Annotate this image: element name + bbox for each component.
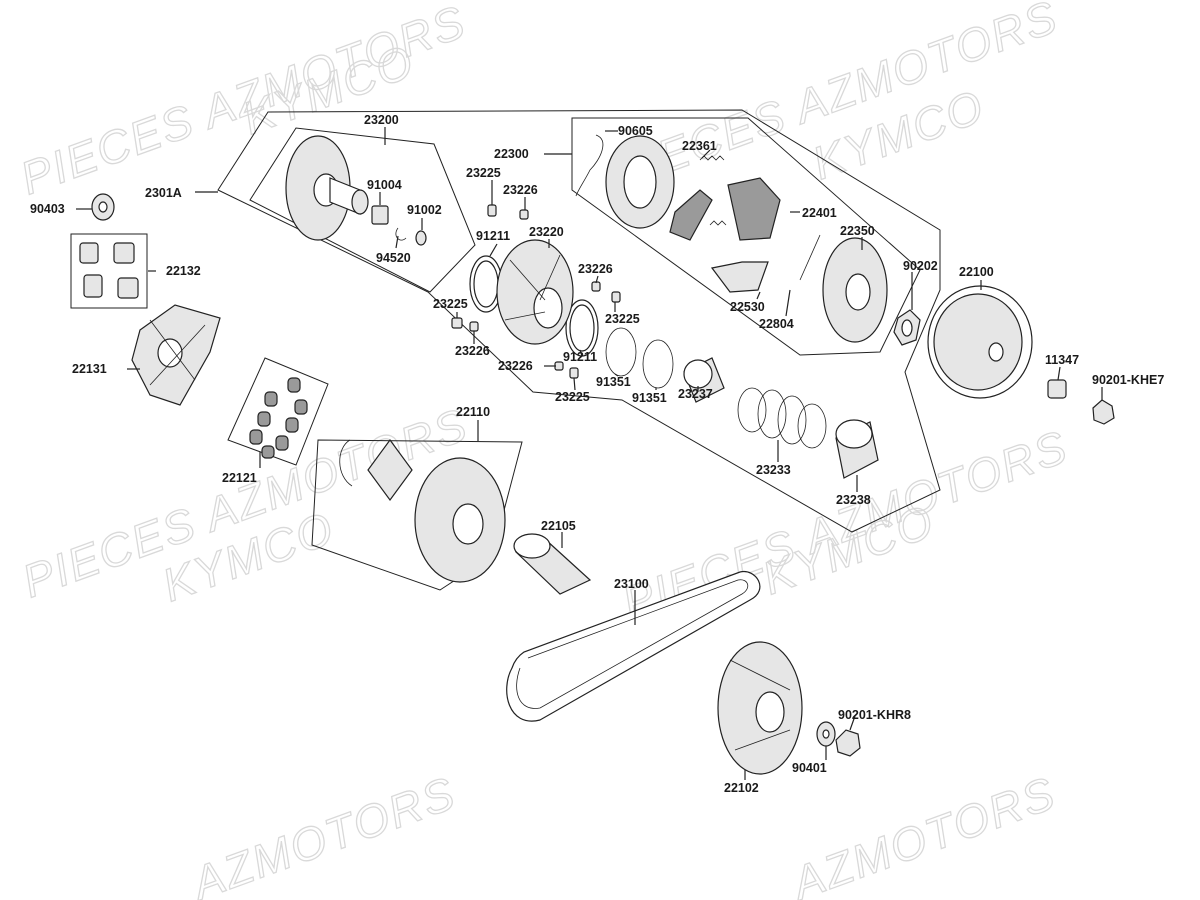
part-label: 2301A [145,186,182,200]
watermark-text: AZMOTORS [783,766,1063,900]
part-label: 22121 [222,471,257,485]
seal-91351 [642,339,674,389]
clutch-plate-22300 [605,135,675,229]
washer-90403 [91,193,115,221]
fan-22102 [717,641,803,775]
nut-90202 [893,309,921,346]
spring-22401 [709,220,727,226]
part-label: 22131 [72,362,107,376]
o-ring-91211 [565,299,599,357]
clutch-outer-22100 [927,285,1033,399]
part-label: 23226 [498,359,533,373]
part-label: 23226 [455,344,490,358]
drive-face-22110 [414,457,506,583]
part-label: 23225 [433,297,468,311]
part-label: 23220 [529,225,564,239]
ramp-plate-22131 [131,304,221,406]
part-label: 94520 [376,251,411,265]
part-label: 22350 [840,224,875,238]
part-label: 91002 [407,203,442,217]
watermark-text: AZMOTORS [183,766,463,900]
pin-23225 [451,317,463,329]
kit-22121-outline [227,357,329,466]
part-label: 91351 [632,391,667,405]
pin-23226 [519,209,529,220]
drive-belt-23100 [506,570,761,722]
nut-90201-KHE7 [1092,399,1115,425]
part-label: 22300 [494,147,529,161]
assembly-2301A-outline [217,109,941,533]
part-label: 90401 [792,761,827,775]
part-number-labels: 23200 2301A 90403 91004 91002 94520 2213… [30,113,1164,795]
seal-91351 [605,327,637,377]
nut-90201-KHR8 [835,729,861,757]
part-label: 22105 [541,519,576,533]
pin-23226 [591,281,601,292]
assembly-23200-outline [249,127,476,293]
part-label: 23225 [605,312,640,326]
rollers-22121 [249,377,308,459]
collar-23237 [683,357,725,403]
sliders-22132 [79,242,139,299]
part-label: 90605 [618,124,653,138]
part-label: 22100 [959,265,994,279]
collar-22110 [367,438,413,502]
part-label: 23225 [555,390,590,404]
driven-face-23200 [285,135,369,241]
pin-23225 [611,291,621,303]
pin-23225 [487,204,497,217]
part-label: 23233 [756,463,791,477]
pin-23226 [469,321,479,332]
movable-driven-face-23220 [496,239,574,345]
pin-22804 [799,234,821,281]
part-label: 23225 [466,166,501,180]
part-label: 11347 [1045,353,1079,367]
part-label: 91004 [367,178,402,192]
snap-ring-22110 [339,439,353,487]
part-label: 23100 [614,577,649,591]
bushing-11347 [1047,379,1067,399]
washer-90401 [816,721,836,747]
part-label: 22102 [724,781,759,795]
part-label: 23237 [678,387,713,401]
part-label: 22110 [456,405,490,419]
part-label: 22530 [730,300,765,314]
part-label: 91211 [476,229,510,243]
part-label: 90202 [903,259,938,273]
kit-22132-outline [70,233,148,309]
part-label: 90403 [30,202,65,216]
clutch-shoe-22530 [669,177,781,293]
pin-23225 [569,367,579,379]
drive-plate-22350 [822,237,888,343]
sleeve-22105 [513,533,592,595]
cup-23238 [835,419,879,479]
pin-23226 [554,361,564,371]
leader-lines [76,127,1103,780]
part-label: 22804 [759,317,794,331]
clip-90605 [575,134,604,197]
bearing-91004 [371,205,389,225]
part-label: 90201-KHR8 [838,708,911,722]
part-label: 23238 [836,493,871,507]
part-label: 22132 [166,264,201,278]
watermark-layer: PIECES AZMOTORS KYMCO PIECES AZMOTORS KY… [13,0,1075,900]
part-label: 91211 [563,350,597,364]
spring-23233 [737,387,827,449]
part-label: 22401 [802,206,837,220]
o-ring-91211 [469,255,503,313]
part-label: 90201-KHE7 [1092,373,1164,387]
oil-seal-91002 [415,230,427,246]
part-label: 23226 [503,183,538,197]
part-label: 23200 [364,113,399,127]
part-label: 23226 [578,262,613,276]
part-label: 91351 [596,375,631,389]
assembly-22300-outline [571,117,921,356]
part-label: 22361 [682,139,717,153]
